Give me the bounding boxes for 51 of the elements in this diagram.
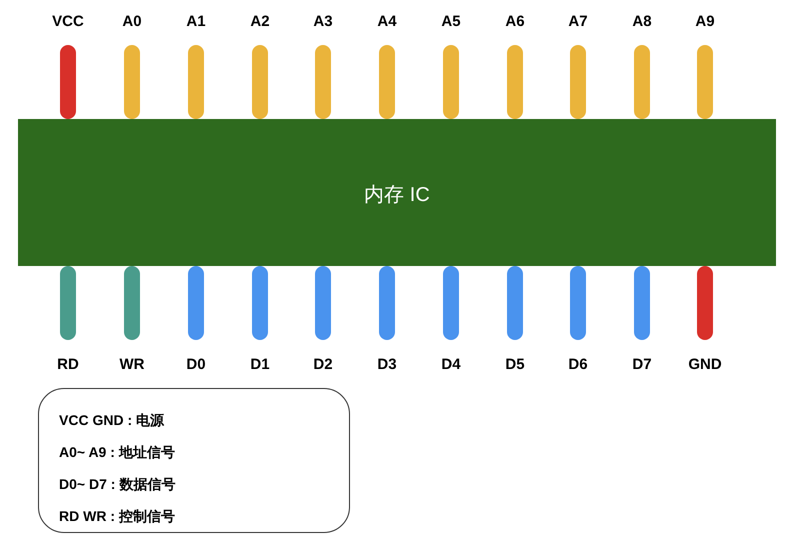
chip-label: 内存 IC <box>363 183 431 208</box>
pin-label: A3 <box>312 13 334 31</box>
pin <box>252 45 268 119</box>
pin <box>507 45 523 119</box>
pin-label: A8 <box>631 13 653 31</box>
pin <box>697 45 713 119</box>
pin-label: WR <box>118 356 146 374</box>
pin-label: A2 <box>249 13 271 31</box>
chip-body <box>18 119 776 266</box>
pin <box>188 266 204 340</box>
pin-label: D1 <box>249 356 271 374</box>
pin-label: A1 <box>185 13 207 31</box>
pin-label: A5 <box>440 13 462 31</box>
pin <box>379 266 395 340</box>
pin-label: VCC <box>51 13 85 31</box>
pin <box>60 266 76 340</box>
pin-label: A4 <box>376 13 398 31</box>
legend-box <box>38 388 350 533</box>
pin-label: A9 <box>694 13 716 31</box>
pin <box>315 45 331 119</box>
pin-label: A7 <box>567 13 589 31</box>
pin-label: D4 <box>440 356 462 374</box>
pin <box>507 266 523 340</box>
pin <box>60 45 76 119</box>
pin <box>379 45 395 119</box>
pin-label: RD <box>56 356 80 374</box>
pin-label: GND <box>687 356 723 374</box>
pin <box>188 45 204 119</box>
pin <box>443 266 459 340</box>
pin-label: D0 <box>185 356 207 374</box>
legend-text: VCC GND : 电源 <box>59 411 164 429</box>
pin <box>634 45 650 119</box>
pin <box>443 45 459 119</box>
pin-label: A0 <box>121 13 143 31</box>
pin-label: D7 <box>631 356 653 374</box>
pin <box>252 266 268 340</box>
pin-label: D5 <box>504 356 526 374</box>
legend-text: RD WR : 控制信号 <box>59 507 175 525</box>
pin <box>697 266 713 340</box>
pin-label: A6 <box>504 13 526 31</box>
pin <box>124 45 140 119</box>
pin <box>634 266 650 340</box>
legend-text: D0~ D7 : 数据信号 <box>59 475 176 493</box>
pin <box>124 266 140 340</box>
pin-label: D2 <box>312 356 334 374</box>
pin <box>570 45 586 119</box>
pin-label: D3 <box>376 356 398 374</box>
pin <box>570 266 586 340</box>
pin <box>315 266 331 340</box>
legend-text: A0~ A9 : 地址信号 <box>59 443 175 461</box>
pin-label: D6 <box>567 356 589 374</box>
